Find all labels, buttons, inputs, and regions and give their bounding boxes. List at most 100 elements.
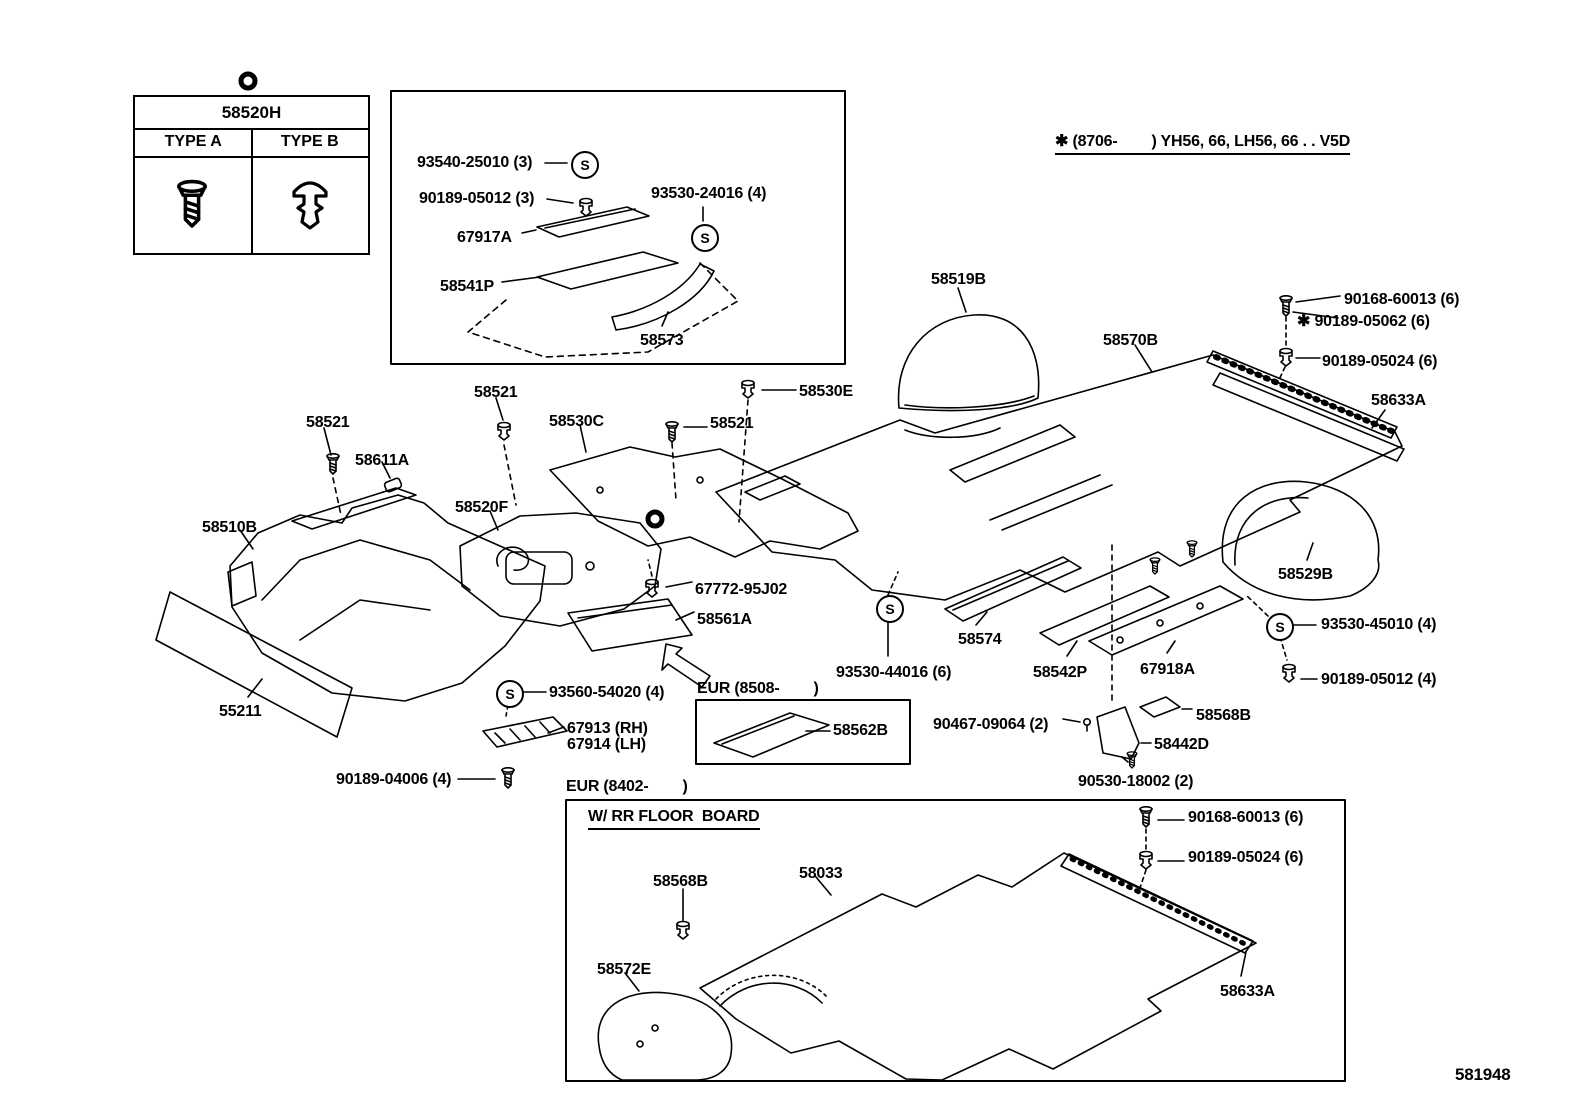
part-label-58570b: 58570B [1103,332,1158,349]
part-label-90189-05062: ✱ 90189-05062 (6) [1297,313,1430,330]
part-label-67917a: 67917A [457,229,512,246]
part-label-90189-04006: 90189-04006 (4) [336,771,452,788]
part-label-90189-05012-4: 90189-05012 (4) [1321,671,1437,688]
clip-icon [645,578,659,598]
screw-icon [1126,751,1138,769]
screw-icon [1186,540,1198,558]
part-label-67918a: 67918A [1140,661,1195,678]
rr-floor-board-box [565,799,1346,1082]
s-symbol: S [876,595,904,623]
part-label-90189-05012-3: 90189-05012 (3) [419,190,535,207]
part-58633a-shape [1212,372,1405,462]
part-67918a-shape [1088,585,1244,656]
part-58442d-shape [1096,706,1140,760]
legend-type-b-header: TYPE B [251,128,368,158]
s-symbol: S [571,151,599,179]
clip-icon [1139,850,1153,870]
part-58542p-shape [1039,585,1170,646]
part-label-93540-25010: 93540-25010 (3) [417,154,533,171]
part-67917a-shape [536,206,650,238]
part-label-58611a: 58611A [355,452,409,469]
part-label-67913: 67913 (RH) [567,720,648,737]
part-label-58572e: 58572E [597,961,651,978]
screw-icon [1279,294,1293,317]
screw-icon [1149,557,1161,575]
eur-8402-label: EUR (8402- ) [566,778,688,795]
part-58520f-shape [459,512,662,627]
part-label-93530-24016: 93530-24016 (4) [651,185,767,202]
part-58633a-lower-shape [1060,853,1254,954]
part-label-93530-45010: 93530-45010 (4) [1321,616,1437,633]
fastener-legend-table: 58520H TYPE A TYPE B [133,95,370,255]
part-58562b-shape [713,712,830,758]
part-label-90189-05024-bottom: 90189-05024 (6) [1188,849,1304,866]
clip-58611a-icon [383,477,403,493]
part-label-90168-60013-bottom: 90168-60013 (6) [1188,809,1304,826]
part-label-58562b: 58562B [833,722,888,739]
part-58033-shape [699,852,1257,1081]
part-58574-shape [944,556,1082,622]
part-label-58568b-a: 58568B [1196,707,1251,724]
clip-icon [579,197,593,217]
part-58510b-shape [229,494,546,702]
part-58519b-shape [897,314,1040,412]
screw-icon [501,766,515,789]
part-label-58561a: 58561A [697,611,752,628]
clip-icon [1282,663,1296,683]
part-58530c-shape [549,446,859,558]
part-label-58541p: 58541P [440,278,494,295]
screw-icon [1139,805,1153,828]
part-58573-shape [611,263,715,331]
part-label-58442d: 58442D [1154,736,1209,753]
part-label-58573: 58573 [640,332,684,349]
part-label-58568b-b: 58568B [653,873,708,890]
part-label-58519b: 58519B [931,271,986,288]
clip-icon [497,421,511,441]
applicability-note: ✱ (8706- ) YH56, 66, LH56, 66 . . V5D [1055,133,1350,155]
screw-icon [326,452,340,475]
part-label-58521-b: 58521 [710,415,754,432]
part-label-58510b: 58510B [202,519,257,536]
legend-divider [250,128,253,253]
part-label-90189-05024-top: 90189-05024 (6) [1322,353,1438,370]
part-label-58530e: 58530E [799,383,853,400]
part-label-93560-54020: 93560-54020 (4) [549,684,665,701]
bolt-icon [1083,717,1091,732]
s-symbol: S [496,680,524,708]
part-label-55211: 55211 [219,703,262,720]
part-label-58574: 58574 [958,631,1002,648]
eur-8508-label: EUR (8508- ) [697,680,819,697]
diagram-number: 581948 [1455,1065,1511,1084]
part-label-67914: 67914 (LH) [567,736,646,753]
part-label-67772-95j02: 67772-95J02 [695,581,788,598]
part-58572e-shape [597,991,733,1081]
top-detail-box [390,90,846,365]
legend-title: 58520H [135,97,368,130]
part-label-58530c: 58530C [549,413,604,430]
part-label-58542p: 58542P [1033,664,1087,681]
legend-type-a-header: TYPE A [135,128,252,158]
part-58541p-shape [536,251,679,290]
part-label-58521-a: 58521 [474,384,518,401]
screw-icon [665,420,679,443]
center-parts [549,379,911,765]
part-67913-shape [482,716,568,748]
part-58568b-shape [1139,696,1181,718]
front-strip-shape [291,487,417,530]
part-label-58520f: 58520F [455,499,509,516]
part-label-58033: 58033 [799,865,843,882]
grommet-icon [648,512,662,526]
clip-icon [676,920,690,940]
part-label-90530-18002: 90530-18002 (2) [1078,773,1194,790]
part-label-58633a-top: 58633A [1371,392,1426,409]
s-symbol: S [691,224,719,252]
part-label-90168-60013-top: 90168-60013 (6) [1344,291,1460,308]
clip-icon [1279,347,1293,367]
part-58561a-shape [567,598,693,652]
rr-floor-board-title: W/ RR FLOOR BOARD [588,808,760,830]
part-label-58521-c: 58521 [306,414,350,431]
part-label-58529b: 58529B [1278,566,1333,583]
s-symbol: S [1266,613,1294,641]
part-label-90467-09064: 90467-09064 (2) [933,716,1049,733]
